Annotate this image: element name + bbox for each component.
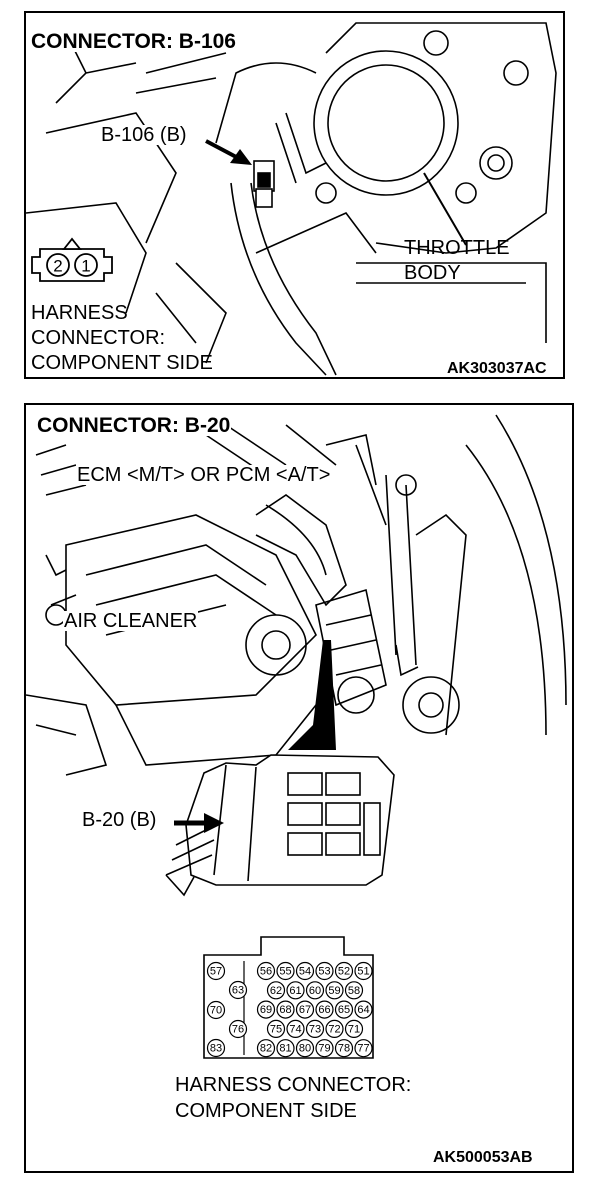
b20-arrow-head	[204, 813, 224, 833]
air-cleaner-label: AIR CLEANER	[63, 610, 199, 632]
connector-label-b20: B-20 (B)	[81, 809, 158, 831]
throttle-body-label-1: THROTTLE	[404, 237, 510, 259]
pin-72-circle	[325, 1019, 344, 1039]
pin-54-circle	[295, 961, 315, 981]
pin-56-circle	[256, 961, 276, 981]
pin-62-circle	[266, 981, 286, 1000]
ecm-connector-illustration	[165, 754, 395, 897]
pin-56: 56	[260, 966, 272, 978]
pin-75-circle	[266, 1019, 286, 1039]
pin-62: 62	[270, 985, 282, 997]
pin-67: 67	[299, 1004, 311, 1016]
figure-code-bottom: AK500053AB	[433, 1149, 533, 1166]
pin-64: 64	[357, 1004, 369, 1016]
pin-66-circle	[315, 1000, 334, 1019]
throttle-body-label-2: BODY	[404, 262, 461, 284]
pin-65: 65	[338, 1004, 350, 1016]
pin-71-circle	[344, 1019, 364, 1039]
pin-68-circle	[276, 1000, 295, 1019]
pin-52-circle	[334, 961, 354, 981]
pin-69-circle	[256, 1000, 276, 1019]
pin-57-circle	[206, 961, 226, 981]
engine-bay-illustration-bottom: 57 63 70 76 83 56 55 54 53 52 51 62 61 60 59 58 69 68 67 66…	[26, 414, 567, 1059]
pin-74-circle	[286, 1019, 305, 1039]
figure-code-top: AK303037AC	[447, 360, 547, 377]
pin-70-circle	[206, 1000, 226, 1020]
ecm-pin-face: 57 63 70 76 83 56 55 54 53 52 51 62 61 60 59 58 69 68 67 66…	[206, 961, 373, 1058]
pin-54: 54	[299, 966, 311, 978]
pin-73-circle	[305, 1019, 325, 1039]
pin-71: 71	[348, 1023, 360, 1035]
pin-61: 61	[289, 985, 301, 997]
harness-label-1: HARNESS	[31, 302, 128, 324]
panel-title-b106: CONNECTOR: B-106	[30, 30, 237, 53]
pin-65-circle	[334, 1000, 354, 1019]
pin-1: 1	[81, 257, 90, 276]
pin-51-circle	[354, 961, 373, 981]
arrow-head	[230, 149, 252, 165]
connector-face-b106: 2 1	[31, 237, 113, 282]
pin-69: 69	[260, 1004, 272, 1016]
pin-60: 60	[309, 985, 321, 997]
connector-label-b106: B-106 (B)	[100, 124, 188, 146]
pin-78: 78	[338, 1043, 350, 1055]
pin-53: 53	[318, 966, 330, 978]
pin-81-circle	[276, 1039, 295, 1058]
pin-55: 55	[279, 966, 291, 978]
pin-82: 82	[260, 1043, 272, 1055]
pin-78-circle	[334, 1039, 354, 1058]
pin-82-circle	[256, 1039, 276, 1058]
pin-70: 70	[210, 1005, 222, 1017]
harness-label-3: COMPONENT SIDE	[31, 352, 213, 374]
pin-81: 81	[279, 1043, 291, 1055]
pin-63-circle	[228, 980, 248, 1000]
pin-76: 76	[232, 1024, 244, 1036]
pin-73: 73	[309, 1023, 321, 1035]
connector-b20-panel: 57 63 70 76 83 56 55 54 53 52 51 62 61 60 59 58 69 68 67 66…	[24, 403, 574, 1173]
pin-66: 66	[318, 1004, 330, 1016]
pin-83-circle	[206, 1038, 226, 1058]
pin-80-circle	[295, 1039, 315, 1058]
pin-61-circle	[286, 981, 305, 1000]
pin-60-circle	[305, 981, 325, 1000]
pin-52: 52	[338, 966, 350, 978]
pin-58-circle	[344, 981, 364, 1000]
pin-74: 74	[289, 1023, 301, 1035]
pin-67-circle	[295, 1000, 315, 1019]
harness-label-b20-2: COMPONENT SIDE	[174, 1100, 358, 1122]
pin-79: 79	[318, 1043, 330, 1055]
pin-80: 80	[299, 1043, 311, 1055]
pin-58: 58	[348, 985, 360, 997]
pin-68: 68	[279, 1004, 291, 1016]
ecm-pcm-label: ECM <M/T> OR PCM <A/T>	[76, 464, 332, 486]
pin-59-circle	[325, 981, 344, 1000]
pin-63: 63	[232, 985, 244, 997]
pin-55-circle	[276, 961, 295, 981]
pin-2: 2	[53, 257, 62, 276]
connector-b106-panel: 2 1 CONNECTOR: B-106 B-106 (B) THROTTLE …	[24, 11, 565, 379]
harness-label-b20-1: HARNESS CONNECTOR:	[174, 1074, 413, 1096]
pin-76-circle	[228, 1019, 248, 1039]
engine-bay-illustration-top: 2 1	[26, 22, 557, 376]
pin-51: 51	[357, 966, 369, 978]
pin-59: 59	[328, 985, 340, 997]
panel-title-b20: CONNECTOR: B-20	[36, 414, 232, 437]
pin-77-circle	[354, 1039, 373, 1058]
pin-79-circle	[315, 1039, 334, 1058]
pin-53-circle	[315, 961, 334, 981]
pin-83: 83	[210, 1043, 222, 1055]
pin-64-circle	[354, 1000, 373, 1019]
pin-77: 77	[357, 1043, 369, 1055]
pin-75: 75	[270, 1023, 282, 1035]
connector-arrow	[205, 139, 241, 161]
pointer-wedge	[288, 640, 336, 750]
harness-label-2: CONNECTOR:	[31, 327, 166, 349]
pin-72: 72	[328, 1023, 340, 1035]
pin-57: 57	[210, 966, 222, 978]
